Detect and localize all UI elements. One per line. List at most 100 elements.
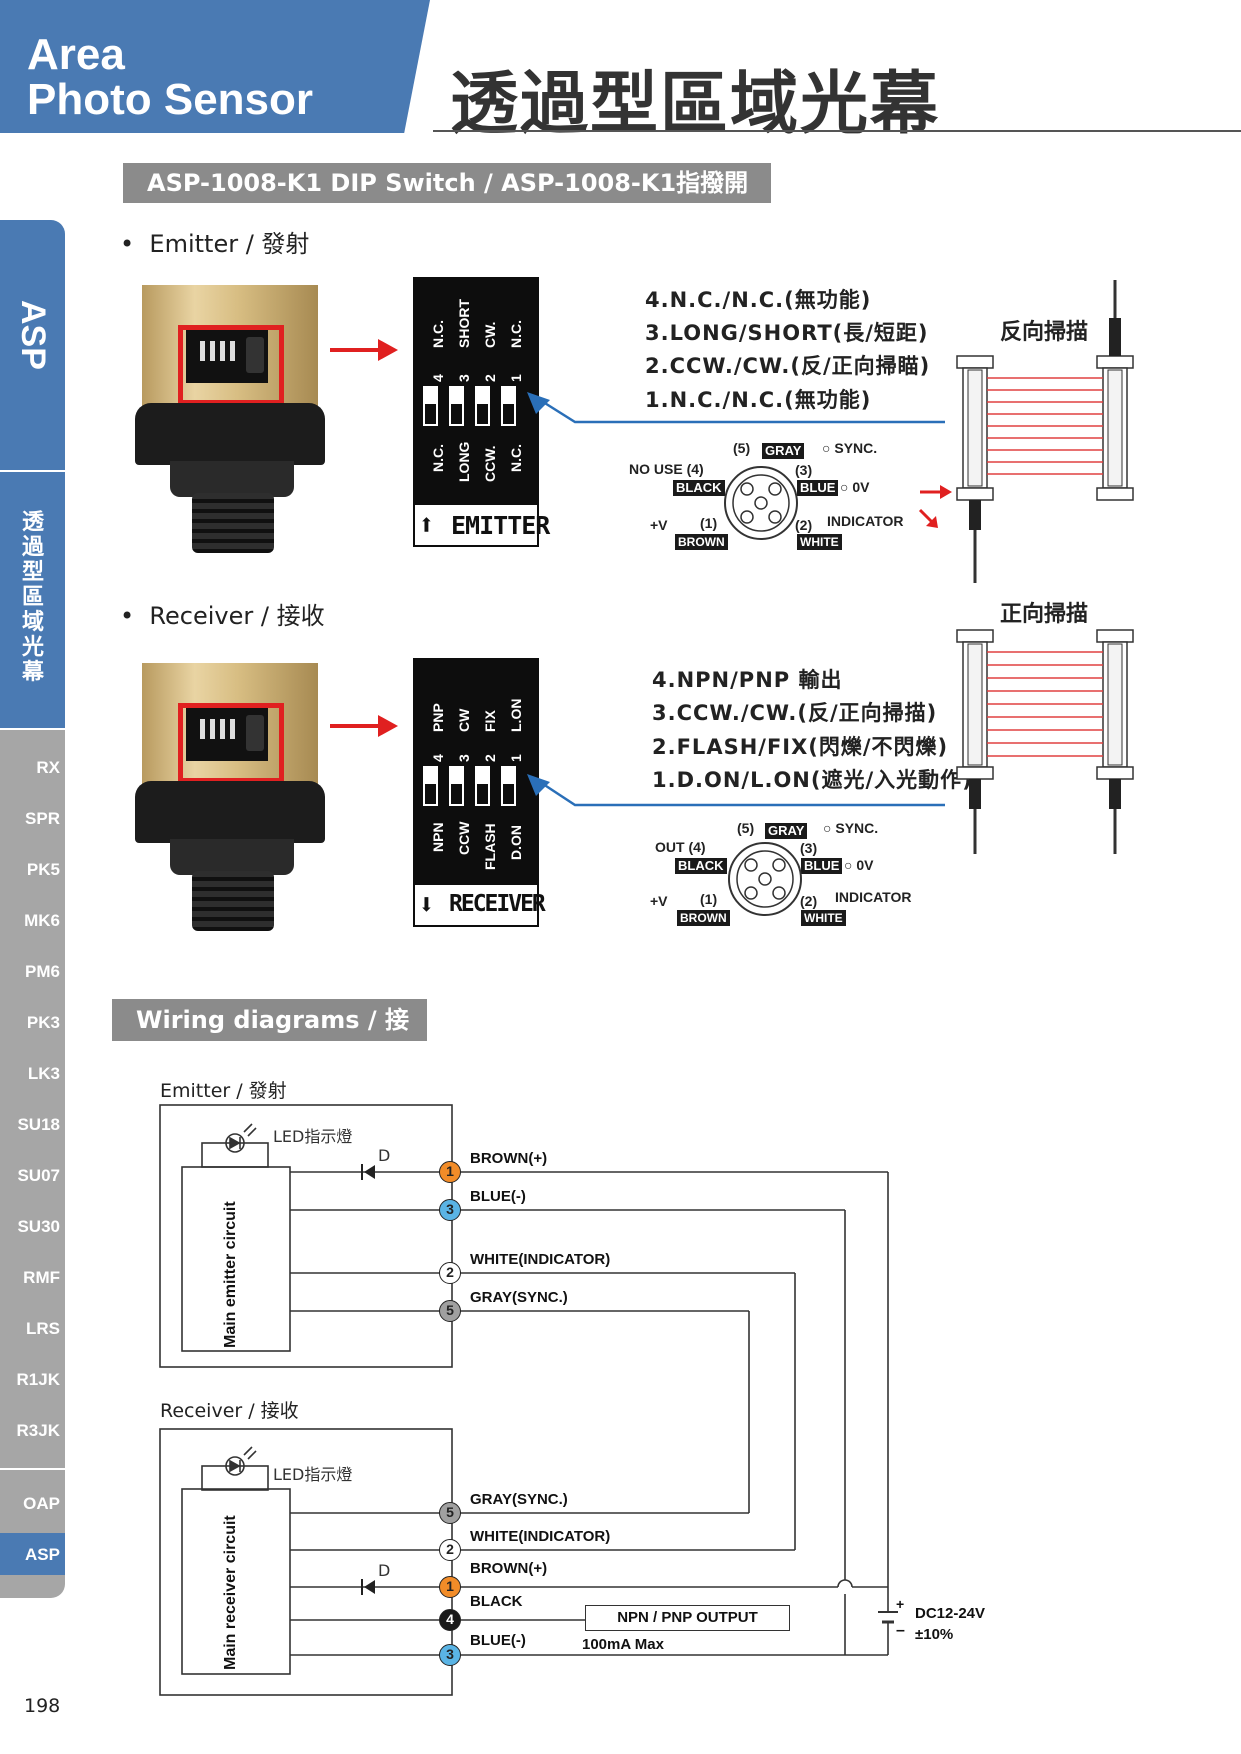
receiver-sync-text: SYNC.: [835, 820, 879, 836]
emitter-sync-text: SYNC.: [834, 440, 878, 456]
receiver-bullet-label: Receiver / 接收: [149, 602, 325, 630]
supply-minus: –: [896, 1622, 905, 1639]
receiver-pin-2-label: WHITE(INDICATOR): [470, 1528, 611, 1545]
emitter-pin5-num: (5): [733, 440, 751, 456]
receiver-pin-3: 3: [439, 1644, 461, 1666]
emitter-pin-2-label: WHITE(INDICATOR): [470, 1251, 611, 1268]
receiver-pin1-num: (1): [700, 891, 718, 907]
emitter-setting-1: 1.N.C./N.C.(無功能): [645, 388, 872, 412]
emitter-setting-3: 3.LONG/SHORT(長/短距): [645, 321, 929, 345]
sidebar-item-rmf[interactable]: RMF: [23, 1268, 60, 1287]
emitter-sync-label: ○ SYNC.: [822, 440, 878, 456]
receiver-dip-switch-4[interactable]: [423, 766, 438, 806]
indicator-arrows-icon: [918, 485, 952, 528]
emitter-0v-text: 0V: [852, 479, 870, 495]
receiver-setting-1: 1.D.ON/L.ON(遮光/入光動作): [652, 768, 973, 792]
sidebar-nav: [0, 728, 65, 1598]
receiver-white-tag: WHITE: [801, 910, 846, 926]
sidebar-item-su18[interactable]: SU18: [17, 1115, 60, 1134]
sidebar-item-r3jk[interactable]: R3JK: [16, 1421, 60, 1440]
sidebar-item-oap[interactable]: OAP: [23, 1494, 60, 1513]
receiver-dip-switch-1[interactable]: [501, 766, 516, 806]
emitter-bullet: • Emitter / 發射: [120, 230, 310, 258]
receiver-pointer-line: [527, 774, 945, 807]
connector-face-icon: [724, 466, 798, 540]
sidebar-item-mk6[interactable]: MK6: [24, 911, 60, 930]
emitter-white-tag: WHITE: [797, 534, 842, 550]
sidebar-item-pm6[interactable]: PM6: [25, 962, 60, 981]
sidebar-current-tab-cn: [0, 470, 65, 728]
emitter-brown-tag: BROWN: [675, 534, 728, 550]
receiver-product-photo: [130, 663, 330, 933]
connector-face-icon: [728, 842, 802, 916]
sidebar-item-r1jk[interactable]: R1JK: [16, 1370, 60, 1389]
receiver-setting-4: 4.NPN/PNP 輸出: [652, 668, 843, 692]
sidebar-item-pk5[interactable]: PK5: [26, 860, 60, 879]
sidebar-item-asp[interactable]: ASP: [25, 1545, 60, 1564]
sidebar-item-su30[interactable]: SU30: [17, 1217, 60, 1236]
emitter-setting-2: 2.CCW./CW.(反/正向掃瞄): [645, 354, 931, 378]
sidebar-item-lk3[interactable]: LK3: [27, 1064, 60, 1083]
emitter-dip-switch-4[interactable]: [423, 386, 438, 426]
sidebar-current-tab[interactable]: [0, 220, 65, 470]
emitter-circuit-label: Main emitter circuit: [222, 1201, 239, 1348]
emitter-pin-2: 2: [439, 1262, 461, 1284]
receiver-setting-3: 3.CCW./CW.(反/正向掃描): [652, 701, 938, 725]
sidebar-item-su07[interactable]: SU07: [17, 1166, 60, 1185]
emitter-pin4-label: NO USE (4): [629, 461, 704, 477]
emitter-pin-3-label: BLUE(-): [470, 1188, 526, 1205]
receiver-dip-footer: ⬇ RECEIVER: [413, 883, 546, 927]
receiver-brown-tag: BROWN: [677, 910, 730, 926]
emitter-gray-tag: GRAY: [762, 443, 805, 459]
emitter-0v-label: ○ 0V: [840, 479, 870, 495]
receiver-0v-label: ○ 0V: [844, 857, 874, 873]
emitter-pin1-num: (1): [700, 515, 718, 531]
wiring-section-title: Wiring diagrams / 接線圖: [112, 999, 427, 1076]
emitter-pin3-num: (3): [795, 462, 813, 478]
emitter-pin-5-label: GRAY(SYNC.): [470, 1289, 568, 1306]
supply-plus: +: [896, 1596, 905, 1612]
receiver-photo-arrow: [330, 715, 398, 737]
sidebar-item-lrs[interactable]: LRS: [26, 1319, 60, 1338]
receiver-dip-switch-2[interactable]: [475, 766, 490, 806]
receiver-blue-tag: BLUE: [801, 858, 843, 874]
receiver-indicator-label: INDICATOR: [835, 889, 912, 905]
receiver-pin-5-label: GRAY(SYNC.): [470, 1491, 568, 1508]
emitter-dip-switch-3[interactable]: [449, 386, 464, 426]
emitter-light-curtain-icon: [956, 280, 1134, 583]
emitter-blue-tag: BLUE: [797, 480, 839, 496]
receiver-pin5-num: (5): [737, 820, 755, 836]
dip-section-title: ASP-1008-K1 DIP Switch / ASP-1008-K1指撥開關…: [123, 163, 771, 237]
supply-voltage: DC12-24V: [915, 1605, 986, 1622]
header-divider: [433, 130, 1241, 132]
supply-tolerance: ±10%: [915, 1626, 954, 1643]
emitter-dip-footer: ⬆ EMITTER: [413, 503, 550, 547]
sidebar-item-rx[interactable]: RX: [36, 758, 60, 777]
emitter-pin2-num: (2): [795, 517, 813, 533]
emitter-plusv-label: +V: [650, 517, 668, 533]
receiver-pin-3-label: BLUE(-): [470, 1632, 526, 1649]
receiver-setting-2: 2.FLASH/FIX(閃爍/不閃爍): [652, 735, 949, 759]
receiver-plusv-label: +V: [650, 893, 668, 909]
receiver-pin-5: 5: [439, 1502, 461, 1524]
receiver-pin-1-label: BROWN(+): [470, 1560, 548, 1577]
emitter-scan-label: 反向掃描: [1000, 320, 1089, 345]
arrow-down-icon: ⬇: [418, 888, 435, 921]
receiver-black-tag: BLACK: [675, 858, 727, 874]
emitter-dip-switch-2[interactable]: [475, 386, 490, 426]
emitter-photo-arrow: [330, 339, 398, 361]
receiver-pin4-label: OUT (4): [655, 839, 706, 855]
receiver-diode-label: D: [378, 1561, 391, 1580]
title-en-line1: Area: [27, 30, 125, 79]
receiver-dip-switch-3[interactable]: [449, 766, 464, 806]
emitter-indicator-label: INDICATOR: [827, 513, 904, 529]
emitter-pin-3: 3: [439, 1199, 461, 1221]
output-spec: 100mA Max: [582, 1636, 664, 1653]
emitter-dip-switch-1[interactable]: [501, 386, 516, 426]
sidebar-item-pk3[interactable]: PK3: [26, 1013, 60, 1032]
receiver-pin-4-label: BLACK: [470, 1593, 523, 1610]
title-en-line2: Photo Sensor: [27, 75, 314, 124]
sidebar-item-spr[interactable]: SPR: [25, 809, 60, 828]
emitter-bullet-label: Emitter / 發射: [149, 230, 310, 258]
